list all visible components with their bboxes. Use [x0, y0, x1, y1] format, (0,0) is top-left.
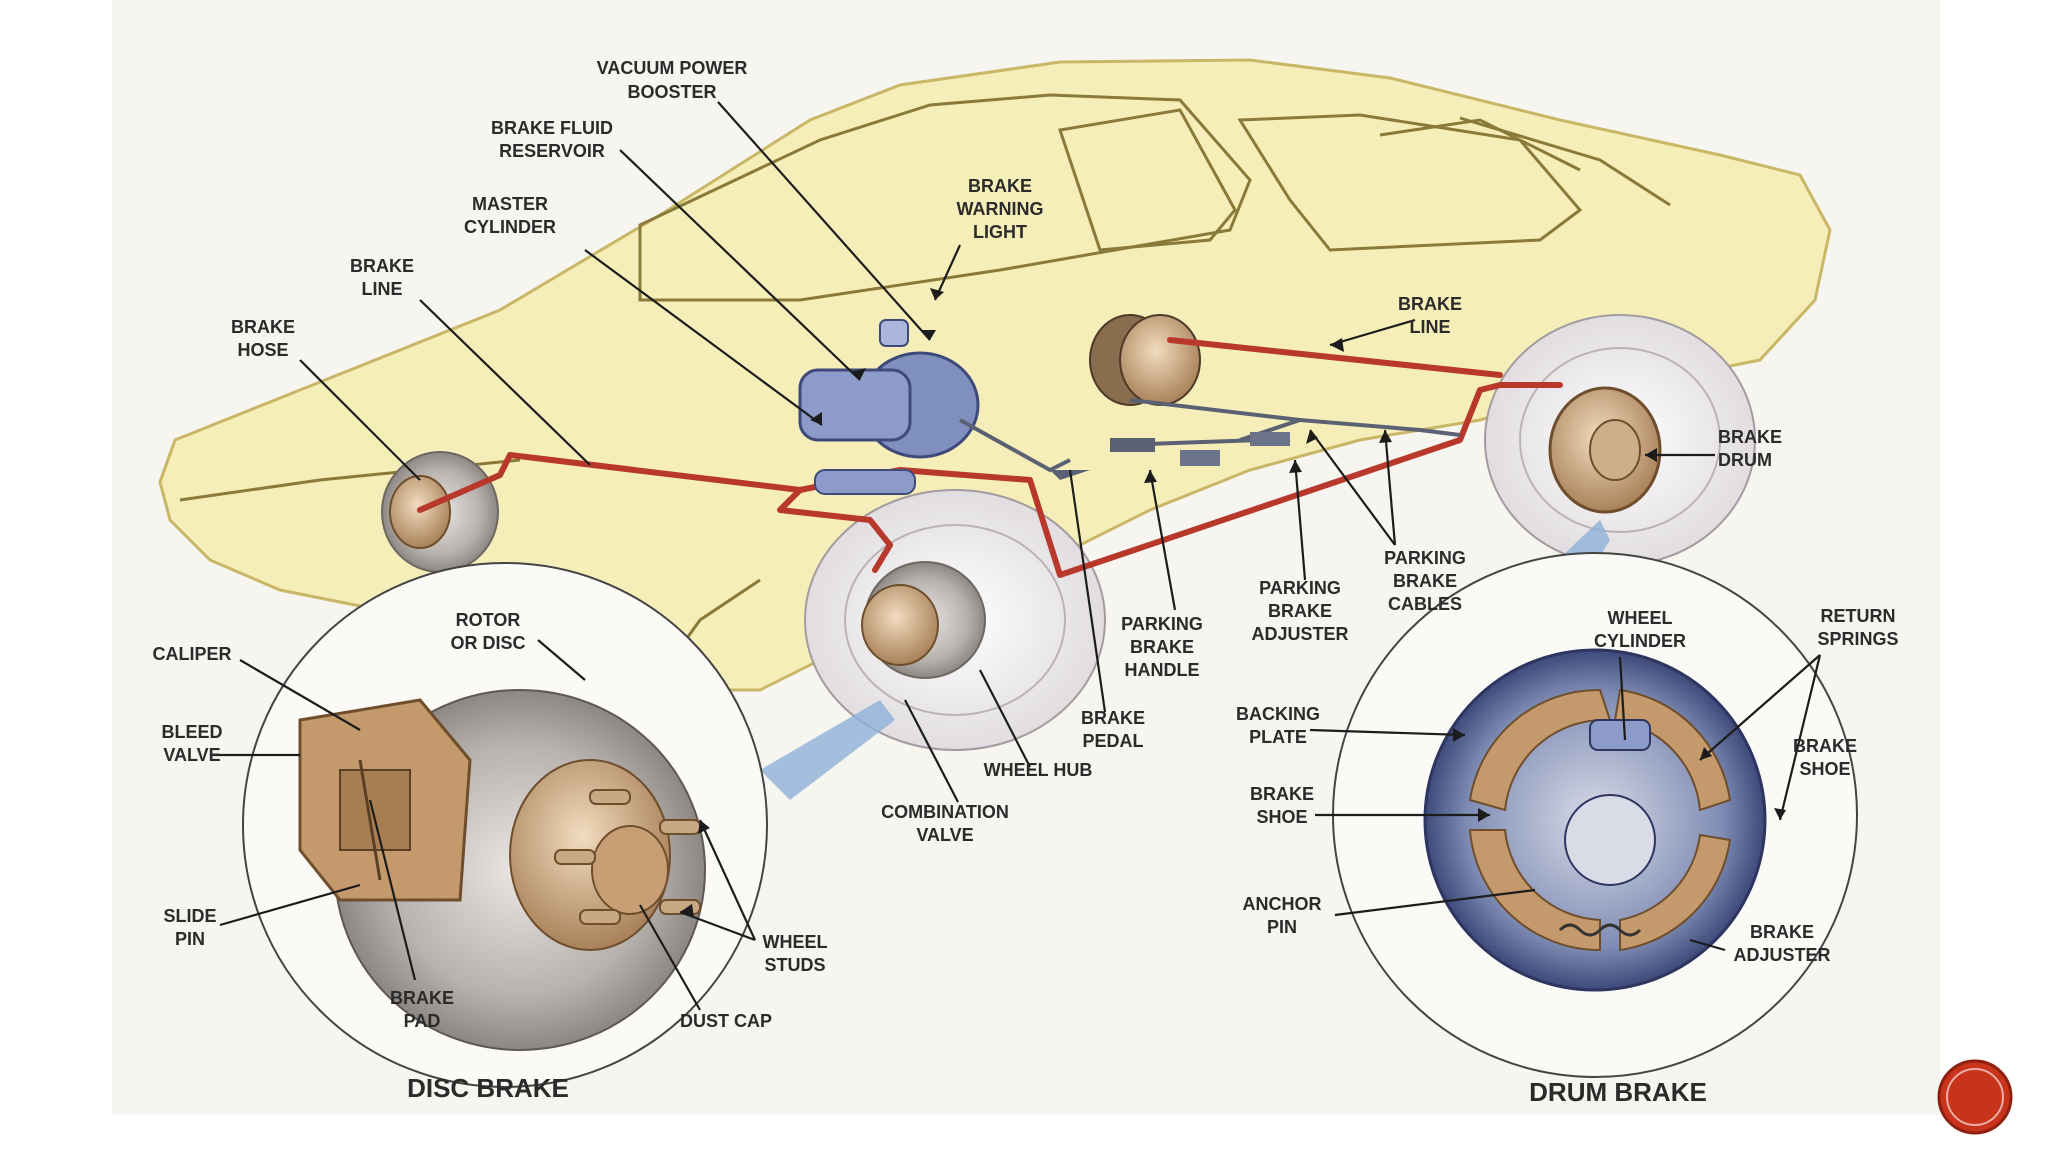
title-drum-brake: DRUM BRAKE	[1529, 1077, 1707, 1107]
slide-nav-badge[interactable]	[1937, 1059, 2013, 1135]
rear-wheel	[1484, 314, 1756, 566]
rear-left-drum	[1089, 314, 1201, 406]
front-right-wheel	[804, 489, 1106, 751]
brake-lines	[417, 337, 1563, 578]
parking-brake-parts	[1110, 398, 1461, 466]
label-dust-cap: DUST CAP	[680, 1011, 772, 1031]
disc-brake-callout-wedge	[760, 700, 895, 800]
front-left-rotor	[381, 451, 499, 573]
master-cylinder-assembly	[798, 319, 1090, 495]
label-wheel-hub: WHEEL HUB	[984, 760, 1093, 780]
label-caliper: CALIPER	[152, 644, 231, 664]
leader-lines	[210, 101, 1822, 1011]
title-disc-brake: DISC BRAKE	[407, 1073, 569, 1103]
disc-brake-detail	[242, 562, 768, 1088]
drum-brake-detail	[1332, 552, 1858, 1078]
